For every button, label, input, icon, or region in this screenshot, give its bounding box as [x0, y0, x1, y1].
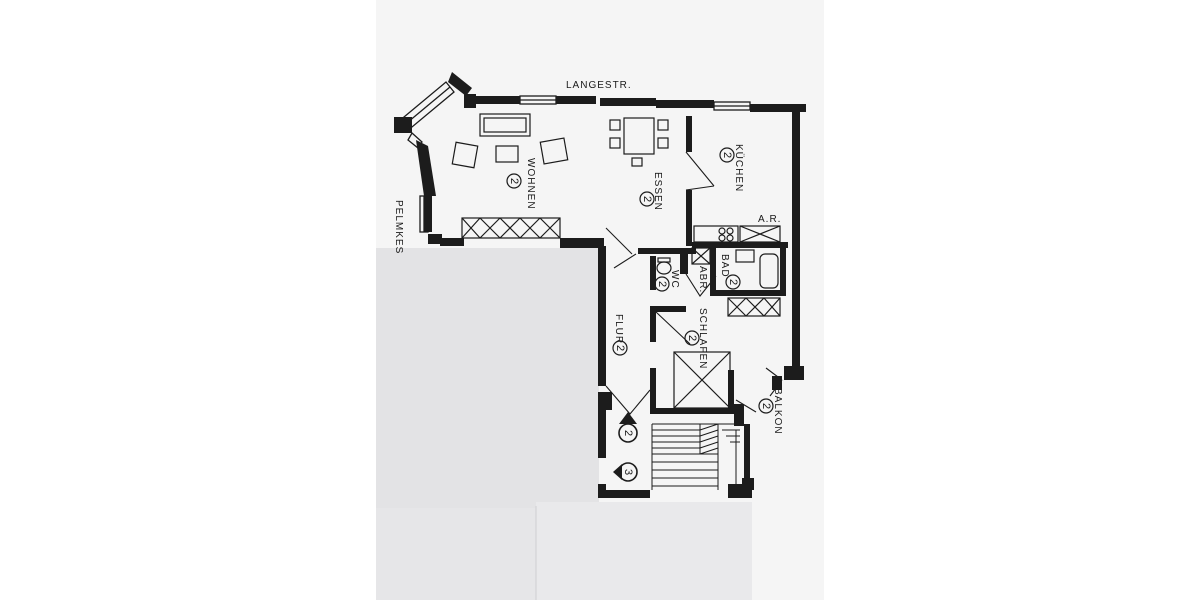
overlay-sheet-bottom-left — [376, 508, 536, 600]
marker-kuechen — [719, 147, 735, 163]
room-label-abr: ABR. — [697, 266, 708, 293]
entry-upper-number: 3 — [622, 469, 634, 475]
svg-text:2: 2 — [727, 279, 739, 285]
marker-wohnen — [506, 173, 522, 189]
room-label-essen: ESSEN — [652, 172, 663, 211]
marker-essen — [639, 191, 655, 207]
furniture — [451, 113, 781, 409]
street-left-label: PELMKES — [393, 200, 404, 254]
direction-arrows — [613, 412, 637, 480]
svg-text:2: 2 — [721, 152, 733, 158]
room-label-wc: WC — [669, 270, 680, 289]
room-label-balkon: BALKON — [772, 388, 783, 435]
room-label-wohnen: WOHNEN — [525, 158, 536, 210]
marker-wc — [654, 276, 670, 292]
labels: LANGESTR. PELMKES WOHNEN ESSEN KÜCHEN A.… — [393, 80, 783, 435]
windows — [403, 81, 751, 233]
marker-schlafen — [684, 330, 700, 346]
room-label-bad: BAD — [719, 254, 730, 278]
marker-balkon — [758, 398, 774, 414]
svg-text:2: 2 — [656, 281, 668, 287]
street-top-label: LANGESTR. — [566, 80, 632, 91]
doors — [605, 151, 783, 415]
floor-marker-numbers: 2 2 2 2 2 2 2 2 2 3 — [508, 152, 772, 475]
svg-text:2: 2 — [614, 345, 626, 351]
entry-lower-number: 2 — [622, 430, 634, 436]
room-label-flur: FLUR — [613, 314, 624, 344]
svg-text:2: 2 — [641, 196, 653, 202]
svg-text:2: 2 — [686, 335, 698, 341]
svg-text:2: 2 — [760, 403, 772, 409]
overlay-sheet-left — [376, 248, 599, 510]
room-label-schlafen: SCHLAFEN — [697, 308, 708, 369]
marker-flur — [612, 340, 628, 356]
walls — [394, 72, 806, 498]
staircase — [651, 423, 744, 490]
overlay-sheet-bottom-right — [536, 502, 752, 600]
room-label-kuechen: KÜCHEN — [733, 144, 745, 192]
svg-text:2: 2 — [508, 178, 520, 184]
marker-bad — [725, 274, 741, 290]
room-label-ar: A.R. — [758, 214, 781, 225]
